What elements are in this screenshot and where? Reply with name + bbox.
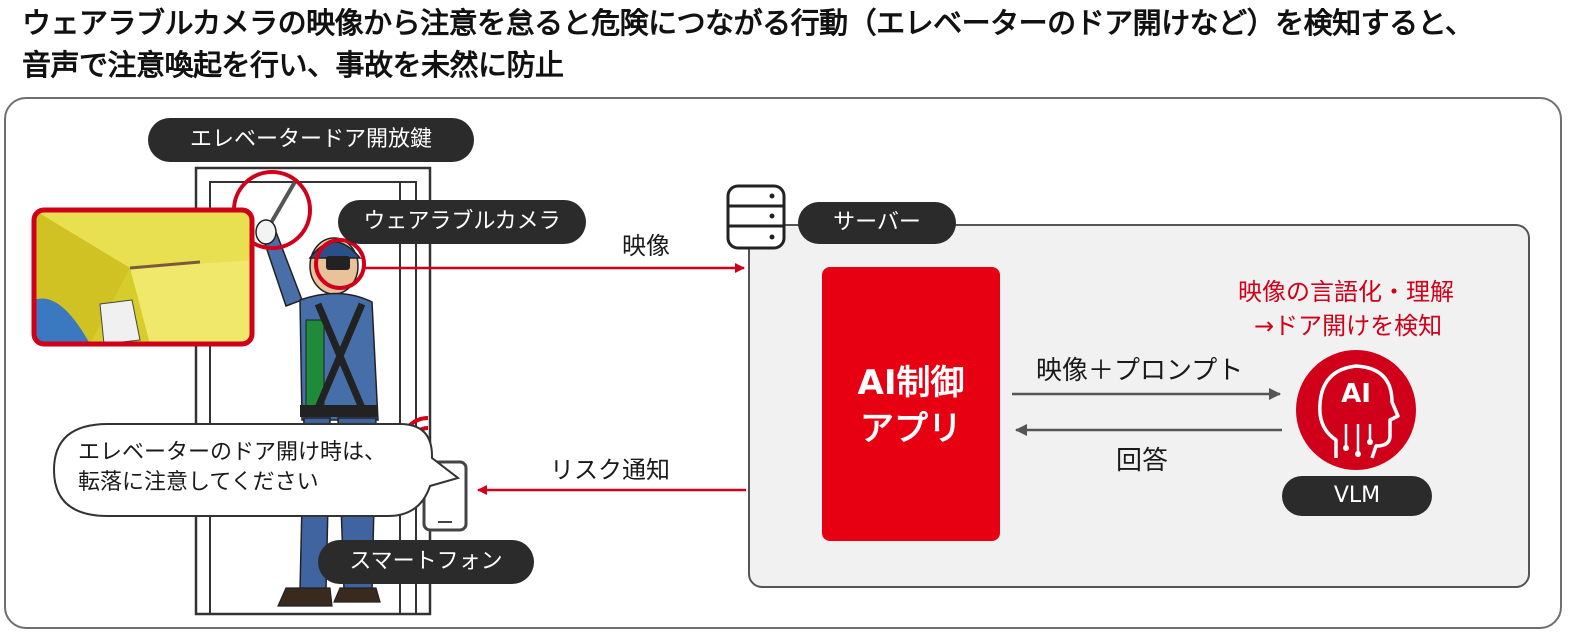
speech-bubble-text: エレベーターのドア開け時は、 転落に注意してください <box>78 438 386 498</box>
ai-app-line-1: AI制御 <box>857 363 965 403</box>
ai-icon-label: AI <box>1341 379 1371 409</box>
camera-view-photo <box>31 207 255 347</box>
title-line-1: ウェアラブルカメラの映像から注意を怠ると危険につながる行動（エレベーターのドア開… <box>22 6 1474 40</box>
elevator-key-pill: エレベータードア開放鍵 <box>148 118 474 162</box>
wearable-camera-icon <box>326 256 350 270</box>
answer-label: 回答 <box>1116 446 1169 476</box>
ai-head-icon: AI <box>1296 350 1416 470</box>
video-prompt-label: 映像＋プロンプト <box>1036 356 1244 386</box>
risk-notice-label: リスク通知 <box>550 456 670 484</box>
server-pill: サーバー <box>798 202 956 244</box>
ai-app-line-2: アプリ <box>860 409 962 449</box>
page-title: ウェアラブルカメラの映像から注意を怠ると危険につながる行動（エレベーターのドア開… <box>22 2 1572 86</box>
camera-highlight-circle <box>314 238 366 290</box>
bubble-line-1: エレベーターのドア開け時は、 <box>78 440 387 465</box>
speech-bubble <box>52 423 461 517</box>
wearable-camera-pill: ウェアラブルカメラ <box>338 200 586 244</box>
bubble-line-2: 転落に注意してください <box>78 470 319 495</box>
title-line-2: 音声で注意喚起を行い、事故を未然に防止 <box>22 48 564 82</box>
video-label: 映像 <box>622 232 670 260</box>
vlm-caption-line-2: →ドア開けを検知 <box>1254 312 1443 340</box>
ai-control-app-label: AI制御 アプリ <box>822 360 1000 452</box>
smartphone-pill: スマートフォン <box>318 540 534 584</box>
ai-control-app-box <box>822 267 1000 541</box>
vlm-pill: VLM <box>1282 476 1432 516</box>
database-icon <box>726 184 786 250</box>
vlm-caption-line-1: 映像の言語化・理解 <box>1238 278 1454 306</box>
